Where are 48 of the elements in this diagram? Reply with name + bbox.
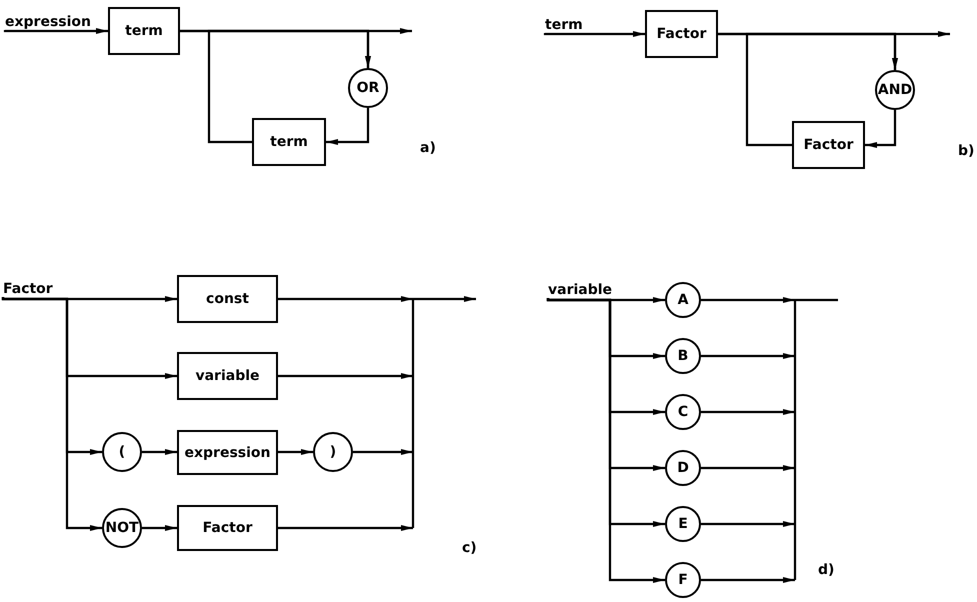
process-box: term: [108, 7, 180, 55]
arrow: [4, 28, 108, 34]
process-box: Factor: [645, 10, 718, 58]
terminal-circle: D: [665, 450, 701, 486]
rule-name: term: [545, 17, 583, 33]
arrow: [278, 296, 413, 302]
terminal-circle: A: [665, 282, 701, 318]
arrow: [701, 353, 795, 359]
terminal-circle: E: [665, 506, 701, 542]
terminal-circle: B: [665, 338, 701, 374]
terminal-circle: F: [665, 562, 701, 598]
terminal-circle: C: [665, 394, 701, 430]
process-box: Factor: [177, 505, 278, 551]
panel-label: d): [818, 562, 834, 578]
rule-name: expression: [5, 14, 91, 30]
arrow: [865, 110, 896, 148]
arrow: [326, 108, 370, 145]
arrow: [544, 31, 645, 37]
panel-label: b): [958, 143, 974, 159]
panel-label: a): [420, 140, 436, 156]
terminal-circle: AND: [875, 70, 915, 110]
terminal-circle: ): [313, 432, 353, 472]
terminal-circle: NOT: [102, 508, 142, 548]
process-box: variable: [177, 352, 278, 400]
rule-name: variable: [548, 282, 612, 298]
arrow: [208, 30, 371, 144]
process-box: Factor: [792, 121, 865, 169]
rule-name: Factor: [3, 281, 53, 297]
terminal-circle: OR: [348, 68, 388, 108]
terminal-circle: (: [102, 432, 142, 472]
arrow: [701, 297, 795, 303]
arrow: [701, 465, 795, 471]
arrow: [746, 32, 898, 146]
arrow: [142, 525, 177, 531]
process-box: term: [252, 118, 326, 166]
arrow: [353, 449, 413, 455]
process-box: const: [177, 275, 278, 323]
arrow: [701, 409, 795, 415]
arrow: [278, 373, 413, 379]
panel-label: c): [462, 540, 477, 556]
arrow: [278, 449, 313, 455]
arrow: [2, 296, 102, 531]
arrow: [278, 525, 413, 531]
arrow: [701, 521, 795, 527]
arrow: [701, 577, 795, 583]
arrow: [142, 449, 177, 455]
arrow: [546, 297, 665, 583]
process-box: expression: [177, 430, 278, 475]
